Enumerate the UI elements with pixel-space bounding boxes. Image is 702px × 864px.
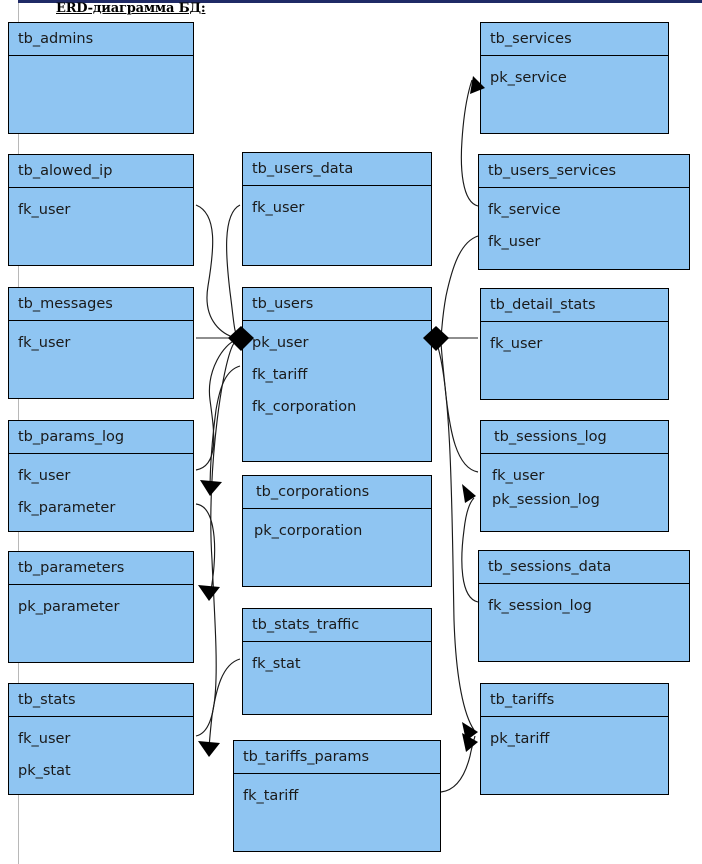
entity-attributes: fk_user: [243, 186, 431, 224]
attribute-pk_stat: pk_stat: [18, 763, 71, 779]
attribute-fk_user: fk_user: [252, 200, 305, 216]
entity-attributes: fk_user: [481, 322, 668, 360]
attribute-fk_tariff: fk_tariff: [243, 788, 299, 804]
arrowhead-parameters: [198, 585, 220, 601]
entity-tb_users_services[interactable]: tb_users_services fk_service fk_user: [478, 154, 690, 270]
entity-name: tb_users_data: [243, 153, 431, 186]
arrowhead-stats: [198, 741, 220, 757]
entity-tb_stats_traffic[interactable]: tb_stats_traffic fk_stat: [242, 608, 432, 715]
document-top-rule: [18, 0, 702, 3]
page-title: ERD-диаграмма БД:: [56, 1, 206, 16]
entity-tb_corporations[interactable]: tb_corporations pk_corporation: [242, 475, 432, 587]
attribute-fk_service: fk_service: [488, 202, 561, 218]
entity-name: tb_sessions_log: [481, 421, 668, 454]
entity-attributes: fk_user pk_session_log: [481, 454, 668, 516]
entity-attributes: pk_tariff: [481, 717, 668, 755]
entity-name: tb_corporations: [243, 476, 431, 509]
attribute-fk_user: fk_user: [492, 468, 545, 484]
entity-attributes: fk_user: [9, 321, 193, 359]
entity-name: tb_messages: [9, 288, 193, 321]
attribute-fk_stat: fk_stat: [252, 656, 301, 672]
attribute-fk_session_log: fk_session_log: [488, 598, 592, 614]
attribute-fk_user: fk_user: [18, 468, 71, 484]
entity-name: tb_stats: [9, 684, 193, 717]
entity-attributes: fk_user pk_stat: [9, 717, 193, 787]
entity-attributes: pk_service: [481, 56, 668, 94]
attribute-fk_user: fk_user: [488, 234, 541, 250]
entity-attributes: fk_session_log: [479, 584, 689, 622]
entity-name: tb_detail_stats: [481, 289, 668, 322]
attribute-fk_tariff: fk_tariff: [252, 367, 308, 383]
arrowhead-sessions-log: [462, 484, 476, 503]
entity-attributes: pk_corporation: [243, 509, 431, 547]
attribute-pk_session_log: pk_session_log: [492, 492, 600, 508]
entity-tb_admins[interactable]: tb_admins: [8, 22, 194, 134]
entity-name: tb_stats_traffic: [243, 609, 431, 642]
attribute-pk_service: pk_service: [490, 70, 567, 86]
entity-name: tb_tariffs: [481, 684, 668, 717]
attribute-fk_user: fk_user: [490, 336, 543, 352]
entity-attributes: fk_stat: [243, 642, 431, 680]
attribute-pk_parameter: pk_parameter: [18, 599, 120, 615]
entity-name: tb_params_log: [9, 421, 193, 454]
entity-tb_stats[interactable]: tb_stats fk_user pk_stat: [8, 683, 194, 795]
attribute-fk_user: fk_user: [18, 731, 71, 747]
entity-attributes: fk_user: [9, 188, 193, 226]
entity-tb_sessions_log[interactable]: tb_sessions_log fk_user pk_session_log: [480, 420, 669, 532]
entity-attributes: fk_service fk_user: [479, 188, 689, 258]
entity-name: tb_parameters: [9, 552, 193, 585]
entity-tb_messages[interactable]: tb_messages fk_user: [8, 287, 194, 399]
attribute-fk_corporation: fk_corporation: [252, 399, 357, 415]
entity-attributes: [9, 56, 193, 62]
entity-attributes: fk_tariff: [234, 774, 440, 812]
entity-name: tb_admins: [9, 23, 193, 56]
entity-tb_alowed_ip[interactable]: tb_alowed_ip fk_user: [8, 154, 194, 266]
entity-tb_services[interactable]: tb_services pk_service: [480, 22, 669, 134]
entity-name: tb_alowed_ip: [9, 155, 193, 188]
entity-name: tb_tariffs_params: [234, 741, 440, 774]
entity-tb_users[interactable]: tb_users pk_user fk_tariff fk_corporatio…: [242, 287, 432, 462]
entity-name: tb_services: [481, 23, 668, 56]
arrowhead-tariffs-users: [462, 722, 478, 741]
entity-tb_detail_stats[interactable]: tb_detail_stats fk_user: [480, 288, 669, 400]
entity-tb_users_data[interactable]: tb_users_data fk_user: [242, 152, 432, 266]
entity-attributes: pk_user fk_tariff fk_corporation: [243, 321, 431, 423]
attribute-pk_corporation: pk_corporation: [254, 523, 363, 539]
entity-attributes: pk_parameter: [9, 585, 193, 623]
attribute-pk_tariff: pk_tariff: [490, 731, 550, 747]
entity-tb_parameters[interactable]: tb_parameters pk_parameter: [8, 551, 194, 663]
arrowhead-tariffs-params: [462, 733, 478, 752]
attribute-fk_user: fk_user: [18, 335, 71, 351]
entity-tb_tariffs[interactable]: tb_tariffs pk_tariff: [480, 683, 669, 795]
entity-tb_tariffs_params[interactable]: tb_tariffs_params fk_tariff: [233, 740, 441, 852]
arrowhead-corporations: [200, 480, 222, 496]
attribute-fk_parameter: fk_parameter: [18, 500, 116, 516]
attribute-pk_user: pk_user: [252, 335, 309, 351]
entity-name: tb_sessions_data: [479, 551, 689, 584]
attribute-fk_user: fk_user: [18, 202, 71, 218]
entity-name: tb_users: [243, 288, 431, 321]
entity-tb_sessions_data[interactable]: tb_sessions_data fk_session_log: [478, 550, 690, 662]
entity-name: tb_users_services: [479, 155, 689, 188]
entity-tb_params_log[interactable]: tb_params_log fk_user fk_parameter: [8, 420, 194, 532]
entity-attributes: fk_user fk_parameter: [9, 454, 193, 524]
